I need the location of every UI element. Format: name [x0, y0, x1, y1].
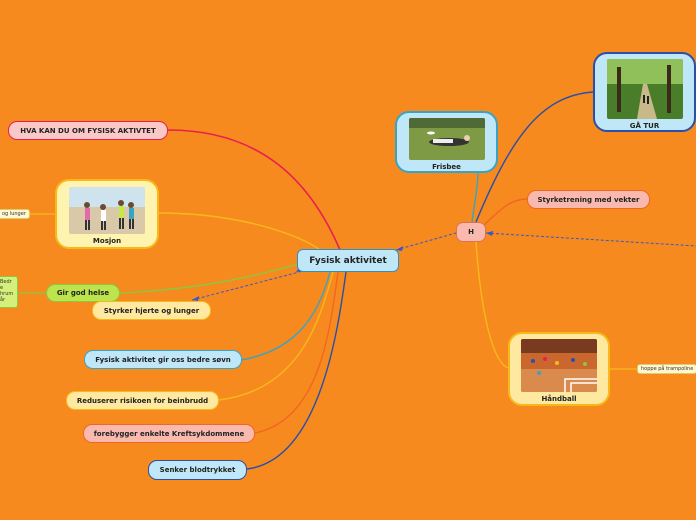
link-fracture: [218, 271, 334, 401]
fragment-line: Bedr: [0, 279, 12, 285]
topic-heart[interactable]: Styrker hjerte og lunger: [92, 301, 211, 320]
topic-pressure[interactable]: Senker blodtrykket: [148, 460, 247, 480]
arrowhead: [396, 246, 403, 251]
link-sleep: [240, 271, 331, 361]
frisbee-photo: [408, 118, 485, 160]
handball-label: Håndball: [541, 395, 577, 403]
walk-label: GÅ TUR: [629, 122, 660, 130]
topic-health[interactable]: Gir god helse: [46, 284, 120, 302]
handball-photo: [521, 339, 597, 392]
fragment-line: e: [0, 285, 4, 291]
topic-strength[interactable]: Styrketrening med vekter: [527, 190, 650, 209]
fragment-line: år: [0, 297, 6, 303]
topic-sleep[interactable]: Fysisk aktivitet gir oss bedre søvn: [84, 350, 242, 369]
link-hub-right: [485, 232, 696, 247]
hub-node[interactable]: H: [456, 222, 486, 242]
topic-cancer[interactable]: forebygger enkelte Kreftsykdommene: [83, 424, 255, 443]
link-handball: [475, 241, 509, 369]
link-pressure: [246, 271, 347, 470]
frisbee-label: Frisbee: [432, 163, 461, 171]
topic-mosjon[interactable]: Mosjon: [55, 179, 159, 249]
fragment-line: hrum: [0, 291, 14, 297]
link-frisbee: [471, 172, 479, 223]
fragment-trampoline[interactable]: hoppe på trampoline: [637, 364, 696, 374]
topic-handball[interactable]: Håndball: [508, 332, 610, 406]
fragment-green-box[interactable]: Bedr e hrum år: [0, 276, 18, 308]
arrowhead: [192, 296, 199, 301]
topic-fracture[interactable]: Reduserer risikoen for beinbrudd: [66, 391, 219, 410]
topic-question[interactable]: HVA KAN DU OM FYSISK AKTIVTET: [8, 121, 168, 140]
link-question: [167, 129, 341, 251]
fragment-lungs[interactable]: og lunger: [0, 209, 30, 219]
topic-frisbee[interactable]: Frisbee: [395, 111, 498, 173]
link-heart: [191, 270, 304, 301]
link-walk: [475, 91, 595, 223]
link-health: [117, 261, 306, 294]
runners-photo: [69, 187, 145, 234]
central-topic[interactable]: Fysisk aktivitet: [297, 249, 399, 272]
walk-photo: [606, 59, 683, 119]
link-cancer: [254, 271, 339, 434]
link-strength: [483, 198, 528, 226]
arrowhead: [486, 231, 493, 236]
link-center-hub: [395, 232, 457, 251]
mosjon-label: Mosjon: [92, 237, 122, 245]
topic-walk[interactable]: GÅ TUR: [593, 52, 696, 132]
link-mosjon: [157, 212, 321, 251]
